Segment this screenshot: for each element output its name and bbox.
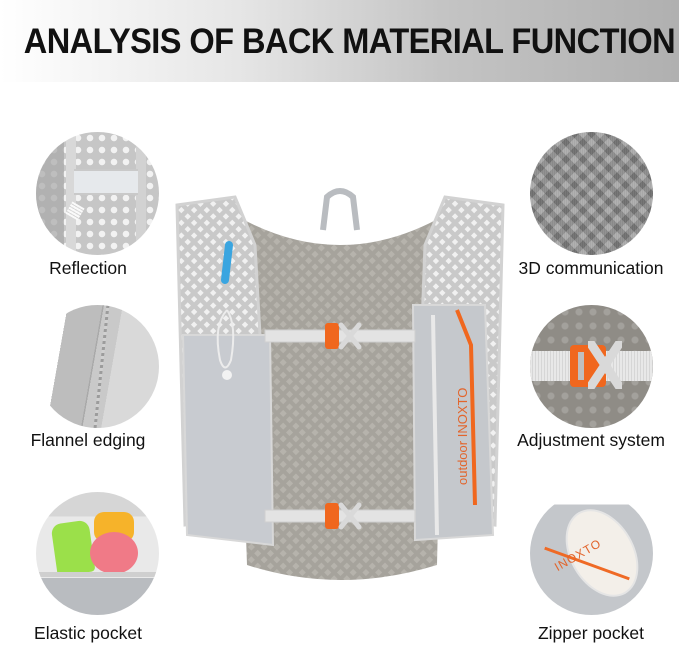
feature-label: Reflection [49, 258, 127, 278]
svg-text:outdoor INOXTO: outdoor INOXTO [455, 388, 470, 485]
adjustment-system-image [530, 305, 653, 428]
reflective-strip [74, 169, 138, 195]
feature-label: Zipper pocket [537, 623, 645, 643]
energy-gel-pink [90, 532, 138, 574]
feature-label: 3D communication [518, 258, 664, 278]
page-title: ANALYSIS OF BACK MATERIAL FUNCTION [23, 22, 676, 61]
zipper-pocket-image: INOXTO [530, 492, 653, 615]
feature-label: Elastic pocket [34, 623, 142, 643]
feature-label: Adjustment system [517, 430, 665, 450]
flannel-edging-image [36, 305, 159, 428]
tag-icon [65, 201, 85, 221]
title-banner: ANALYSIS OF BACK MATERIAL FUNCTION [0, 0, 679, 82]
energy-gel-green [50, 519, 96, 577]
elastic-pocket-image [36, 492, 159, 615]
feature-label: Flannel edging [30, 430, 146, 450]
reflection-image [36, 132, 159, 255]
x-buckle-icon [588, 341, 622, 389]
hydration-vest-illustration: outdoor INOXTO [175, 188, 505, 580]
3d-mesh-image [530, 132, 653, 255]
